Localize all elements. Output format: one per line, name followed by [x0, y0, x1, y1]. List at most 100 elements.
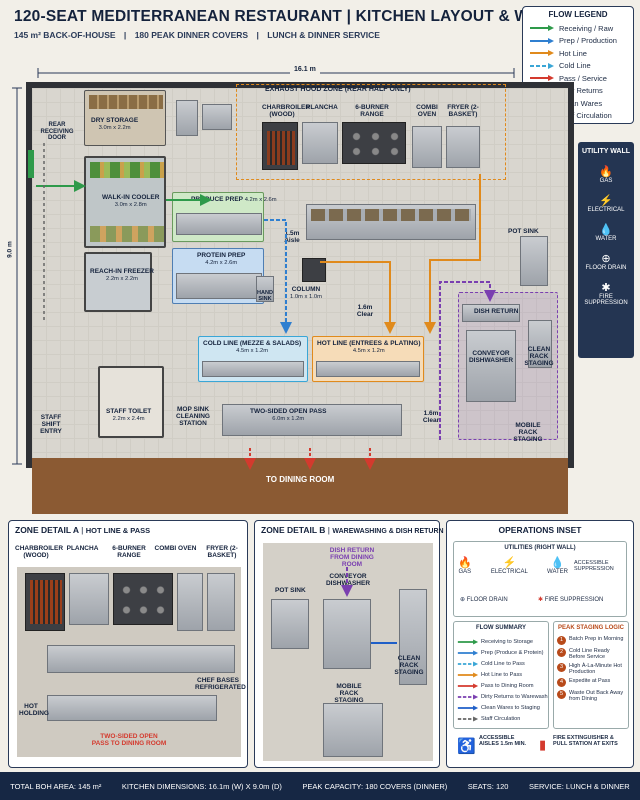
clean-rack-staging: [528, 320, 552, 368]
zone-b-mobile-rack-label: MOBILE RACK STAGING: [329, 683, 369, 704]
cold-line-counter: [202, 361, 304, 377]
zone-a-range: [113, 573, 173, 625]
gas-icon: 🔥: [599, 166, 613, 178]
conveyor-label: CONVEYOR DISHWASHER: [468, 350, 514, 364]
charbroiler: [262, 122, 298, 170]
zone-a-equipment-label: PLANCHA: [66, 545, 99, 552]
freezer-title: REACH-IN FREEZER: [90, 268, 154, 275]
ops-aisles: ACCESSIBLE AISLES 1.5m MIN.: [479, 735, 527, 747]
zone-a-charbroiler: [25, 573, 65, 631]
ops-accessible-suppression: ACCESSIBLE SUPPRESSION: [574, 560, 614, 572]
utility-wall-title: UTILITY WALL: [581, 148, 631, 155]
ops-extinguisher: FIRE EXTINGUISHER & PULL STATION AT EXIT…: [553, 735, 618, 747]
ops-staging-title: PEAK STAGING LOGIC: [558, 625, 624, 631]
zone-b-pot-sink: [271, 599, 309, 649]
ops-staging-text: High À-La-Minute Hot Production: [569, 663, 622, 675]
flow-arrows: [36, 140, 496, 470]
ops-staging-text: Batch Prep in Morning: [569, 636, 624, 642]
staff-entry-label: STAFF SHIFT ENTRY: [36, 414, 66, 435]
hot-line-counter: [316, 361, 420, 377]
clean-rack-label: CLEAN RACK STAGING: [524, 346, 554, 367]
ops-utilities-list: 🔥GAS⚡ELECTRICAL💧WATER: [458, 556, 568, 575]
ops-flow-item: Clean Wares to Staging: [457, 702, 548, 713]
footer-capacity: PEAK CAPACITY: 180 COVERS (DINNER): [302, 781, 448, 791]
charbroiler-text: CHARBROILER (WOOD): [262, 104, 311, 119]
zone-a-plancha: [69, 573, 109, 625]
cold-line-size: 4.5m x 1.2m: [236, 348, 269, 355]
subtitle-service: LUNCH & DINNER SERVICE: [267, 30, 380, 40]
ops-staging-number: 1: [557, 636, 566, 645]
two-sided-pass: [222, 404, 402, 436]
ops-flow-item: Prep (Produce & Protein): [457, 647, 548, 658]
produce-prep-label: PRODUCE PREP 4.2m x 2.6m: [191, 196, 277, 203]
legend-line-icon: [457, 638, 479, 645]
zone-a-equipment-label: CHARBROILER (WOOD): [15, 545, 64, 560]
rear-door-text: REAR RECEIVING DOOR: [40, 122, 74, 142]
ops-flow-label: Hot Line to Pass: [481, 671, 523, 678]
zone-a-floor: HOT HOLDING CHEF BASES REFRIGERATED TWO-…: [17, 567, 246, 757]
fire-suppression-icon: ✱: [538, 597, 544, 603]
freezer-size: 2.2m x 2.2m: [106, 276, 138, 283]
ops-flow-item: Dirty Returns to Warewash: [457, 691, 548, 702]
legend-item: Receiving / Raw: [529, 22, 627, 35]
plancha: [302, 122, 338, 164]
width-dimension-label: 16.1 m: [290, 66, 320, 74]
legend-item-label: Cold Line: [559, 61, 591, 71]
electrical-icon: ⚡: [502, 557, 517, 569]
produce-prep-title: PRODUCE PREP: [191, 196, 243, 203]
zone-a-combi: [177, 573, 203, 631]
utility-item-label: FIRE SUPPRESSION: [584, 294, 628, 306]
fryer-label: FRYER (2-BASKET): [446, 104, 480, 118]
ops-flow-label: Receiving to Storage: [481, 638, 533, 645]
page-subtitle: 145 m² BACK-OF-HOUSE | 180 PEAK DINNER C…: [14, 30, 380, 40]
page-title: 120-SEAT MEDITERRANEAN RESTAURANT | KITC…: [14, 8, 611, 25]
conveyor-dishwasher: [466, 330, 516, 402]
floor-drain-icon: ⊕: [460, 597, 466, 603]
utility-item: 💧WATER: [578, 223, 634, 242]
hot-line-title: HOT LINE (ENTREES & PLATING): [317, 340, 421, 347]
utility-item-label: WATER: [595, 236, 617, 242]
legend-item-label: Dirty Returns: [559, 86, 603, 96]
zone-b-arrows: [341, 567, 397, 644]
hand-sink-text: HAND SINK: [257, 290, 273, 303]
dry-shelving: [89, 95, 163, 109]
zone-b-conveyor: [323, 599, 371, 669]
ops-utility: 💧WATER: [547, 556, 568, 575]
conveyor-text: CONVEYOR DISHWASHER: [468, 350, 514, 365]
fryer-flow-arrow: [424, 174, 481, 334]
ops-flow-label: Staff Circulation: [481, 715, 521, 722]
zone-b-title: ZONE DETAIL B | WAREWASHING & DISH RETUR…: [261, 525, 444, 535]
legend-line-icon: [457, 682, 479, 689]
ops-flow-label: Clean Wares to Staging: [481, 704, 540, 711]
burners: [347, 129, 403, 159]
ops-fire-suppression-text: FIRE SUPPRESSION: [544, 597, 604, 603]
legend-item-label: Pass / Service: [559, 73, 607, 83]
rear-receiving-door[interactable]: [28, 150, 34, 178]
zone-b-subtitle: WAREWASHING & DISH RETURN: [332, 528, 444, 535]
ops-flow-item: Hot Line to Pass: [457, 669, 548, 680]
mop-sink-label: MOP SINK CLEANING STATION: [172, 406, 214, 427]
ops-flow-label: Prep (Produce & Protein): [481, 649, 544, 656]
center-prep-island: [306, 204, 476, 240]
zone-b-title-text: ZONE DETAIL B: [261, 525, 326, 535]
ops-staging-number: 2: [557, 648, 566, 657]
water-icon: 💧: [599, 224, 613, 236]
legend-line-icon: [530, 25, 554, 32]
dish-return-label: DISH RETURN: [474, 308, 519, 315]
zone-a-pass-text: TWO-SIDED OPEN PASS TO DINING ROOM: [91, 733, 167, 748]
zone-a-chef-bases: [47, 645, 235, 673]
width-dimension-line: [37, 68, 515, 78]
cooler-shelf-bottom: [90, 226, 164, 242]
clear-label-1: 1.6m Clear: [354, 304, 376, 318]
protein-prep-table: [176, 273, 262, 299]
zone-a-hot-holding: HOT HOLDING: [19, 703, 49, 717]
ops-staging-text: Waste Out Back Away from Dining: [569, 690, 624, 702]
ops-utility-label: ELECTRICAL: [490, 569, 528, 575]
